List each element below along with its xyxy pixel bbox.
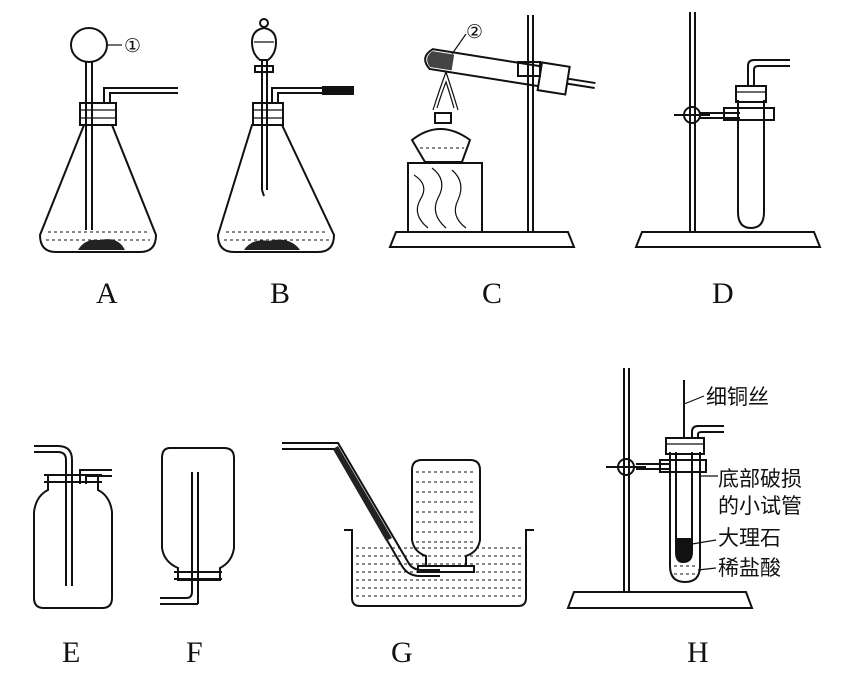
- separatory-funnel: [250, 26, 278, 61]
- stopper: [536, 61, 571, 96]
- apparatus-d: D: [634, 12, 822, 310]
- alcohol-lamp: [410, 128, 472, 163]
- apparatus-b: B: [216, 18, 354, 310]
- label-g: G: [391, 636, 413, 669]
- rubber-tube: [322, 86, 354, 95]
- apparatus-g: G: [282, 442, 534, 669]
- apparatus-h: 细铜丝 底部破损 的小试管 大理石 稀盐酸 H: [566, 368, 802, 669]
- flame: [432, 70, 459, 111]
- water-trough: [344, 529, 534, 607]
- label-h: H: [687, 636, 709, 669]
- delivery-tube: [282, 442, 440, 571]
- label-f: F: [186, 636, 203, 669]
- stopper: [735, 85, 767, 103]
- annotation-dilute-hcl: 稀盐酸: [718, 556, 781, 580]
- annotation-copper-wire: 细铜丝: [706, 385, 769, 409]
- annotation-marble: 大理石: [718, 526, 781, 550]
- apparatus-e: E: [33, 445, 113, 669]
- label-d: D: [712, 277, 734, 310]
- label-c: C: [482, 277, 502, 310]
- annotation-broken-tube-1: 底部破损: [718, 467, 802, 491]
- label-b: B: [270, 277, 290, 310]
- annotation-broken-tube-2: 的小试管: [718, 494, 802, 518]
- apparatus-a: ① A: [38, 27, 178, 310]
- thistle-funnel-bulb: [70, 27, 108, 63]
- gas-bottle: [33, 474, 113, 609]
- wooden-block: [407, 162, 483, 233]
- solid-in-tube: [427, 51, 455, 71]
- label-a: A: [96, 277, 118, 310]
- test-tube: [737, 100, 765, 230]
- stopper: [665, 437, 705, 455]
- apparatus-c: ② C: [388, 15, 596, 310]
- marker-two: ②: [466, 22, 483, 43]
- solid-reactant: [244, 239, 300, 250]
- outer-test-tube: [669, 452, 701, 584]
- apparatus-f: F: [160, 447, 235, 669]
- solid-reactant: [78, 239, 125, 250]
- collection-bottle: [411, 459, 481, 567]
- label-e: E: [62, 636, 80, 669]
- marker-one: ①: [124, 36, 141, 57]
- marble: [676, 538, 692, 562]
- heated-test-tube: [424, 48, 542, 88]
